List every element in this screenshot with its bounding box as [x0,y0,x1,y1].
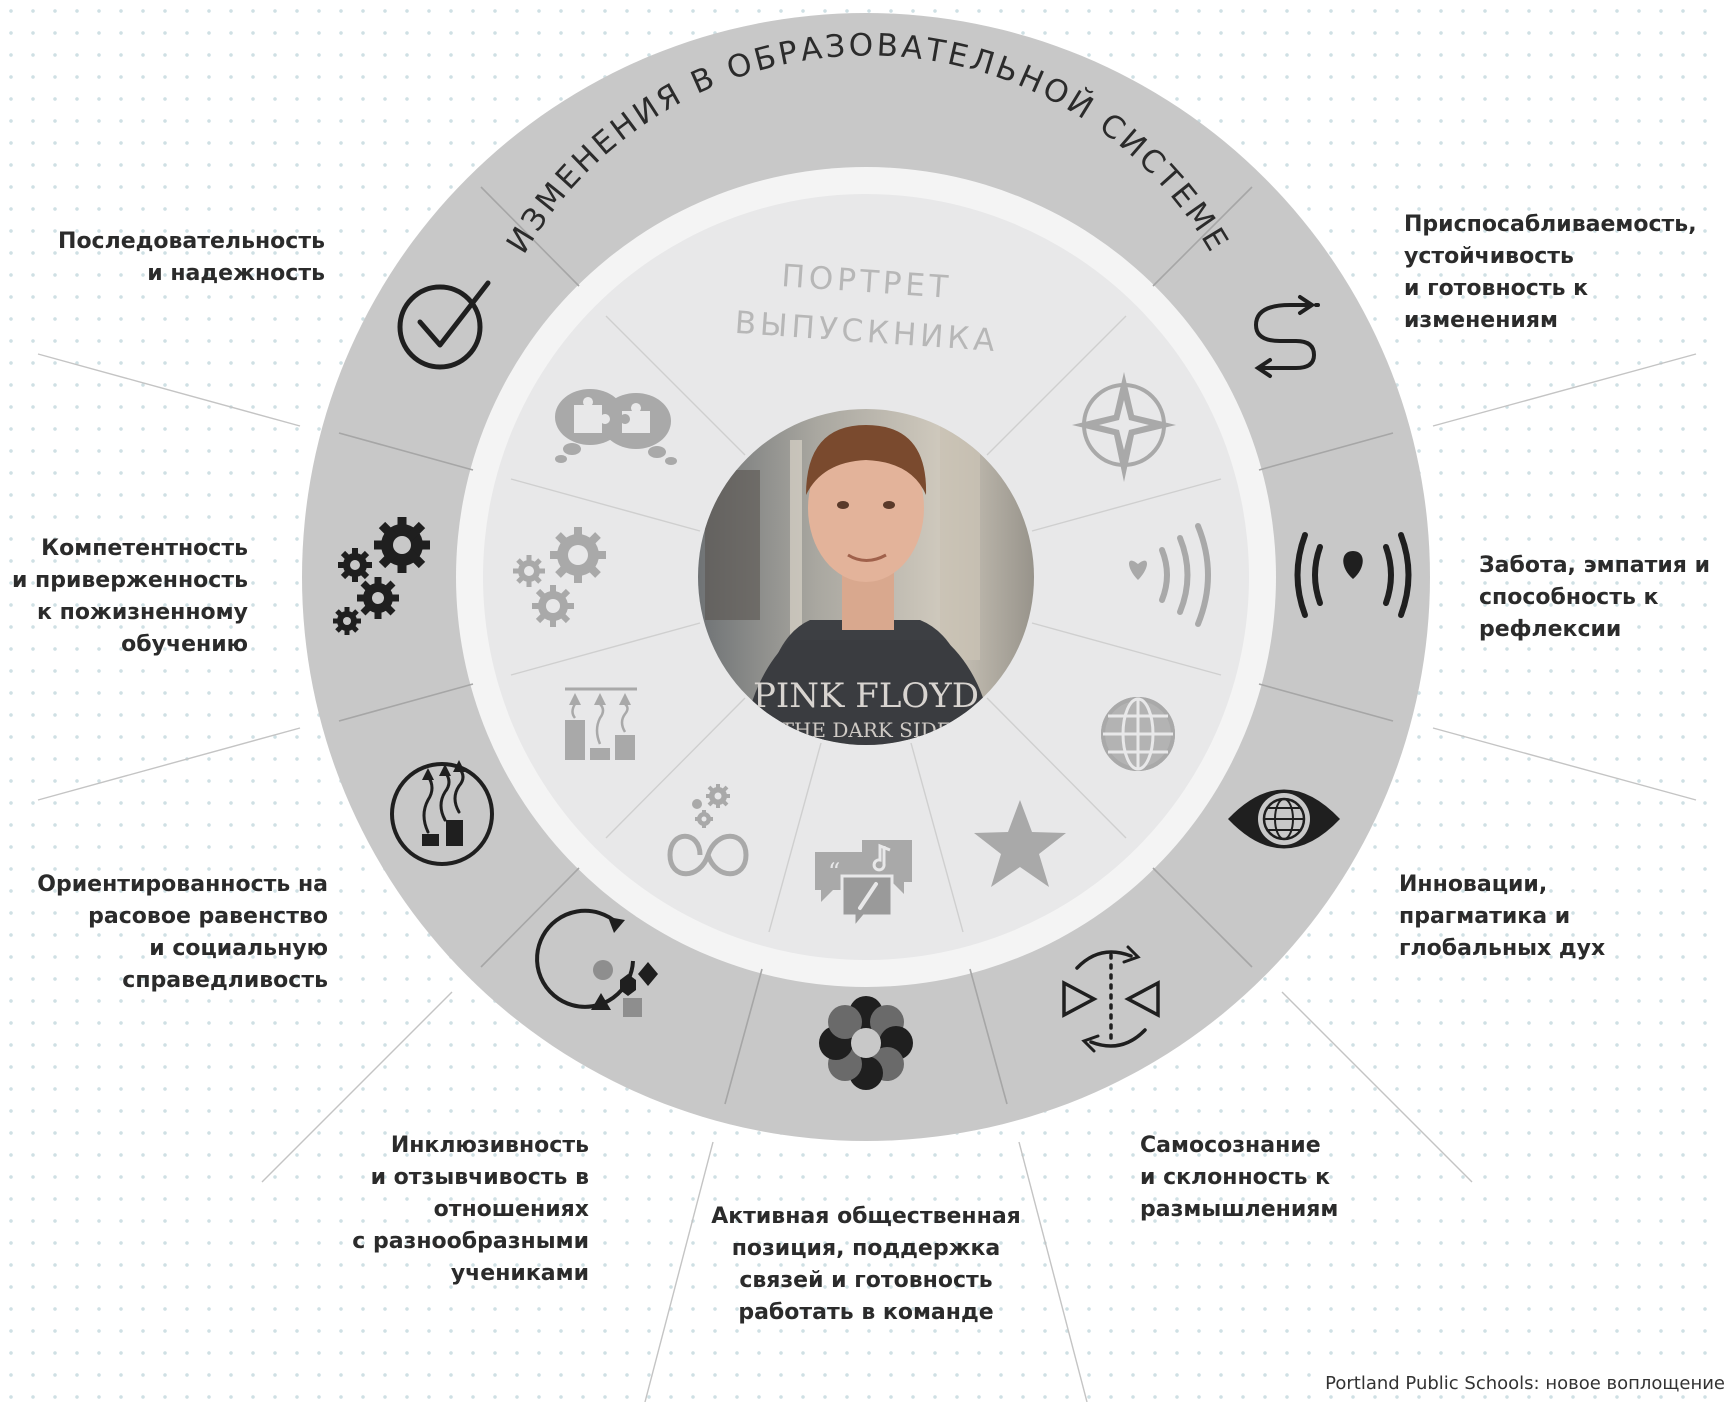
chat-bubbles-icon: “ [815,840,912,933]
eye-globe-icon [1228,789,1340,849]
diverse-shapes-icon [535,908,658,1017]
gears-icon [513,527,606,627]
outer-ring-dividers [338,186,1394,1105]
globe-icon [1101,697,1175,771]
label-selfawareness: Самосознание и склонность к размышлениям [1140,1133,1339,1222]
checkmark-icon [397,280,491,370]
broadcast-heart-icon [1294,532,1412,618]
label-inclusivity: Инклюзивность и отзывчивость в отношения… [352,1133,589,1286]
label-civic: Активная общественная позиция, поддержка… [711,1204,1021,1325]
leader-lines [37,353,1697,1402]
inner-disc-dividers [510,315,1222,933]
label-care: Забота, эмпатия и способность к рефлекси… [1479,553,1710,642]
label-consistency: Последовательность и надежность [58,229,325,286]
rising-arrows-icon [390,760,494,866]
gears-icon [333,517,430,635]
mirror-reflect-icon [1062,945,1160,1053]
label-equity: Ориентированность на расовое равенство и… [37,872,328,993]
heart-waves-icon [1129,523,1211,627]
label-adaptability: Приспосабливаемость, устойчивость и гото… [1404,212,1697,333]
puzzle-thought-icon [555,389,677,465]
flower-circle-icon [819,996,913,1090]
growth-bars-icon [565,687,637,760]
infinity-gears-icon [667,784,749,877]
source-caption: Portland Public Schools: новое воплощени… [1319,1373,1725,1394]
compass-star-icon [1072,372,1176,482]
shirt-text-line1: PINK FLOYD [753,676,979,716]
star-icon [974,800,1066,887]
label-innovation: Инновации, прагматика и глобальных дух [1399,872,1606,961]
winding-arrows-icon [1253,295,1324,378]
label-competence: Компетентность и приверженность к пожизн… [11,536,248,657]
graduate-photo: PINK FLOYD THE DARK SIDE [698,409,1034,745]
svg-text:“: “ [828,858,840,886]
